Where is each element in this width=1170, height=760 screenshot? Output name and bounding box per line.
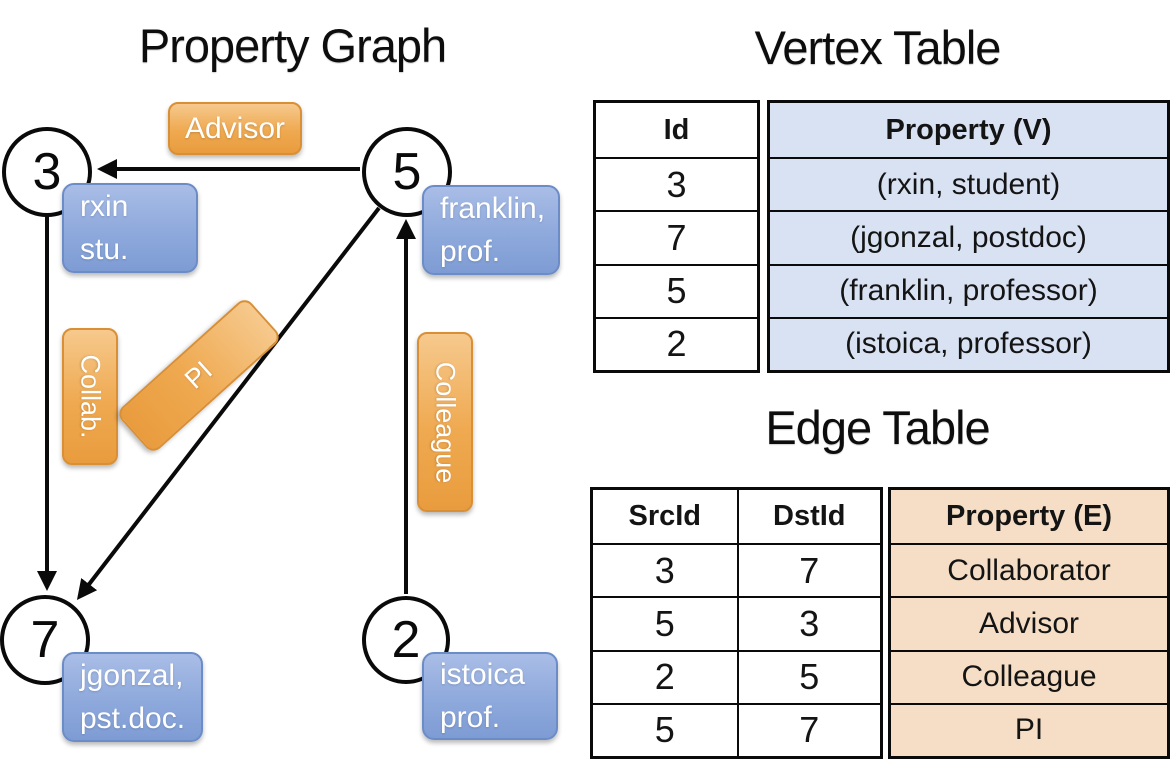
edge-table-cell-dst: 3 <box>736 596 880 650</box>
edge-table-cell-property: Advisor <box>891 596 1167 649</box>
vertex-label-rxin-line2: stu. <box>80 233 129 266</box>
edge-label-colleague-text: Colleague <box>430 361 461 483</box>
vertex-table-id-column: Id 3 7 5 2 <box>593 100 760 373</box>
vertex-table-cell-id: 2 <box>596 316 757 370</box>
vertex-label-jgonzal-line2: pst.doc. <box>80 702 186 735</box>
edge-table-cell-src: 5 <box>593 702 737 756</box>
vertex-label-istoica: istoica prof. <box>422 652 558 740</box>
edge-table-cell-dst: 7 <box>736 543 880 597</box>
vertex-table-header-id: Id <box>663 113 690 146</box>
vertex-label-franklin-line1: franklin, <box>440 192 546 225</box>
vertex-table-cell-id: 7 <box>596 210 757 263</box>
edge-table-cell-dst: 7 <box>736 702 880 756</box>
node-3-id: 3 <box>32 143 62 201</box>
vertex-label-jgonzal: jgonzal, pst.doc. <box>62 652 203 742</box>
edge-table-property-column: Property (E) Collaborator Advisor Collea… <box>888 487 1170 759</box>
vertex-table-cell-property: (istoica, professor) <box>770 316 1167 370</box>
edge-table-cell-src: 3 <box>593 543 737 596</box>
property-graph-title: Property Graph <box>138 19 447 72</box>
vertex-label-franklin: franklin, prof. <box>422 185 560 275</box>
edge-label-colleague: Colleague <box>417 332 473 512</box>
edge-table-cell-property: Collaborator <box>891 543 1167 596</box>
edge-table-header-srcid: SrcId <box>628 500 702 532</box>
graph-edges-svg <box>37 159 416 600</box>
edge-table-header-dstid: DstId <box>736 490 881 543</box>
edge-label-advisor-text: Advisor <box>184 111 286 145</box>
vertex-table-cell-id: 5 <box>596 263 757 317</box>
vertex-label-rxin: rxin stu. <box>62 183 198 273</box>
graph-node-2: 2 <box>362 596 450 684</box>
edge-table-title: Edge Table <box>765 401 990 454</box>
edge-label-pi-text: PI <box>179 355 219 395</box>
vertex-table-cell-id: 3 <box>596 157 757 210</box>
vertex-table-title: Vertex Table <box>754 21 1002 74</box>
edge-table-cell-property: PI <box>891 702 1167 756</box>
vertex-table: Id 3 7 5 2 Property (V) (rxin, student) … <box>593 100 1170 373</box>
node-5-id: 5 <box>392 143 422 201</box>
edge-label-collab-text: Collab. <box>75 354 106 439</box>
edge-table-cell-src: 5 <box>593 596 737 649</box>
edge-5-to-7-arrow <box>76 206 381 600</box>
vertex-label-franklin-line2: prof. <box>440 235 501 268</box>
vertex-table-cell-property: (rxin, student) <box>770 157 1167 210</box>
vertex-label-rxin-line1: rxin <box>80 190 129 223</box>
vertex-label-istoica-line1: istoica <box>440 658 526 691</box>
vertex-label-istoica-line2: prof. <box>440 701 501 734</box>
edge-table-cell-property: Colleague <box>891 649 1167 703</box>
edge-table: SrcId DstId 3 7 5 3 2 5 5 7 Property (E)… <box>590 487 1170 759</box>
vertex-table-cell-property: (franklin, professor) <box>770 263 1167 317</box>
graph-node-5: 5 <box>362 127 452 217</box>
edge-label-advisor: Advisor <box>168 102 302 155</box>
edge-table-srcdst-columns: SrcId DstId 3 7 5 3 2 5 5 7 <box>590 487 883 759</box>
vertex-label-jgonzal-line1: jgonzal, <box>80 659 184 692</box>
vertex-table-property-column: Property (V) (rxin, student) (jgonzal, p… <box>767 100 1170 373</box>
edge-label-collab: Collab. <box>62 328 118 465</box>
vertex-table-cell-property: (jgonzal, postdoc) <box>770 210 1167 263</box>
edge-table-cell-src: 2 <box>593 649 737 703</box>
node-7-id: 7 <box>30 611 60 669</box>
vertex-table-header-property: Property (V) <box>885 113 1052 146</box>
node-2-id: 2 <box>391 611 421 669</box>
edge-table-cell-dst: 5 <box>736 649 880 703</box>
edge-table-header-property: Property (E) <box>946 500 1112 532</box>
